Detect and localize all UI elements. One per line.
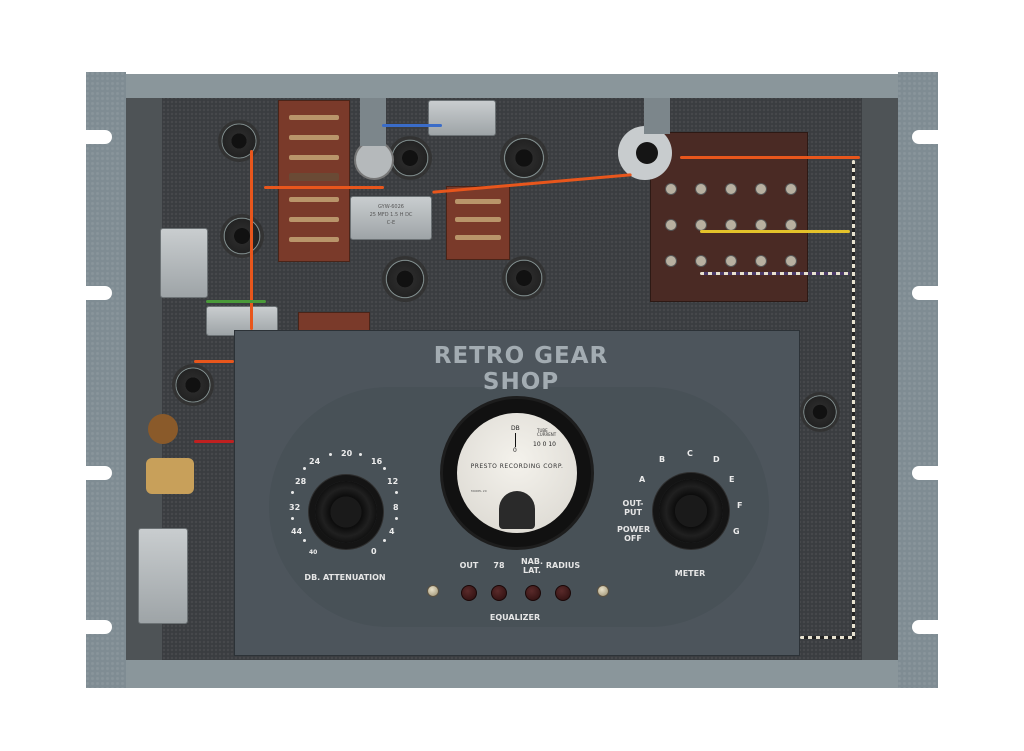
wire-twisted xyxy=(800,636,856,639)
transformer-bottom-left xyxy=(138,528,188,624)
rack-slot xyxy=(86,620,112,634)
attenuation-tick: 40 xyxy=(309,549,318,556)
wire-red xyxy=(194,440,234,443)
meter-movement xyxy=(499,491,535,529)
rack-slot xyxy=(912,130,938,144)
power-off-label: POWER OFF xyxy=(617,525,651,543)
can-text: GYW-6026 xyxy=(378,204,404,210)
bottom-rail xyxy=(126,660,898,688)
attenuation-tick: 16 xyxy=(371,457,383,466)
mounting-bracket xyxy=(644,98,670,134)
right-rack-ear xyxy=(898,72,938,688)
rack-slot xyxy=(912,286,938,300)
tube-socket xyxy=(220,214,264,258)
attenuation-tick: 44 xyxy=(291,527,303,536)
meter-selector-knob[interactable] xyxy=(659,479,723,543)
tube-socket xyxy=(388,136,432,180)
meter-zero-mark: 0 xyxy=(513,447,517,454)
meter-position: F xyxy=(737,501,743,510)
meter-model: MODEL 20 xyxy=(471,489,487,493)
tube-current-label: TUBE CURRENT xyxy=(537,428,557,437)
attenuation-tick: 20 xyxy=(341,449,353,458)
attenuation-tick: 8 xyxy=(393,503,399,512)
front-panel: RETRO GEAR SHOP DB 0 TUBE CURRENT 10 0 1… xyxy=(234,330,800,656)
attenuation-tick: 12 xyxy=(387,477,399,486)
can-text: C-E xyxy=(386,220,396,226)
eq-button-78[interactable] xyxy=(491,585,507,601)
potentiometer xyxy=(354,140,394,180)
right-wall xyxy=(862,98,898,660)
meter-position: E xyxy=(729,475,735,484)
wire-orange xyxy=(194,360,234,363)
meter-position: A xyxy=(639,475,646,484)
meter-position: G xyxy=(733,527,740,536)
resistor-board-right xyxy=(446,186,510,260)
can-text: 25 MFD 1.5 H DC xyxy=(369,212,413,218)
eq-label-78: 78 xyxy=(493,561,505,570)
meter-position: C xyxy=(687,449,693,458)
tube-socket xyxy=(800,392,840,432)
attenuation-tick: 4 xyxy=(389,527,395,536)
meter-needle xyxy=(515,433,516,447)
choke-coil xyxy=(146,458,194,494)
attenuation-tick: 24 xyxy=(309,457,321,466)
rack-slot xyxy=(86,286,112,300)
panel-screw xyxy=(427,585,439,597)
tube-current-ticks: 10 0 10 xyxy=(533,441,556,448)
meter-scale-label: DB xyxy=(511,425,520,432)
wire-orange xyxy=(264,186,384,189)
tube-socket xyxy=(382,256,428,302)
panel-screw xyxy=(597,585,609,597)
output-label: OUT-PUT xyxy=(622,499,644,517)
rack-slot xyxy=(86,466,112,480)
eq-label-nab-lat: NAB. LAT. xyxy=(520,557,544,575)
top-rail xyxy=(126,74,898,98)
meter-maker: PRESTO RECORDING CORP. xyxy=(470,463,564,470)
tube-socket xyxy=(502,256,546,300)
left-rack-ear xyxy=(86,72,126,688)
tube-socket xyxy=(172,364,214,406)
attenuation-tick: 0 xyxy=(371,547,377,556)
wire-yellow xyxy=(700,230,850,233)
watermark: RETRO GEAR SHOP xyxy=(433,343,609,395)
eq-button-radius[interactable] xyxy=(555,585,571,601)
meter-position: D xyxy=(713,455,720,464)
transformer-left xyxy=(160,228,208,298)
rack-slot xyxy=(912,466,938,480)
equalizer-label: EQUALIZER xyxy=(489,613,541,622)
wire-orange xyxy=(250,150,253,330)
rack-slot xyxy=(912,620,938,634)
capacitor-can-top xyxy=(428,100,496,136)
meter-label: METER xyxy=(674,569,706,578)
tube-socket xyxy=(218,120,260,162)
mounting-bracket xyxy=(360,98,386,146)
attenuation-tick: 32 xyxy=(289,503,301,512)
capacitor-can: GYW-6026 25 MFD 1.5 H DC C-E xyxy=(350,196,432,240)
eq-label-out: OUT xyxy=(459,561,479,570)
vu-meter-face: DB 0 TUBE CURRENT 10 0 10 PRESTO RECORDI… xyxy=(457,413,577,533)
eq-button-nab-lat[interactable] xyxy=(525,585,541,601)
attenuation-tick: 28 xyxy=(295,477,307,486)
wire-twisted xyxy=(852,160,855,640)
wire-orange xyxy=(680,156,860,159)
attenuation-knob[interactable] xyxy=(315,481,377,543)
rack-slot xyxy=(86,130,112,144)
wire-blue xyxy=(382,124,442,127)
wire-twisted xyxy=(700,272,850,275)
eq-label-radius: RADIUS xyxy=(545,561,581,570)
resistor-board-left xyxy=(278,100,350,262)
eq-button-out[interactable] xyxy=(461,585,477,601)
tube-socket xyxy=(500,134,548,182)
attenuation-label: DB. ATTENUATION xyxy=(304,573,386,582)
rotary-switch-cap xyxy=(636,142,658,164)
meter-position: B xyxy=(659,455,666,464)
wire-green xyxy=(206,300,266,303)
capacitor-round xyxy=(148,414,178,444)
